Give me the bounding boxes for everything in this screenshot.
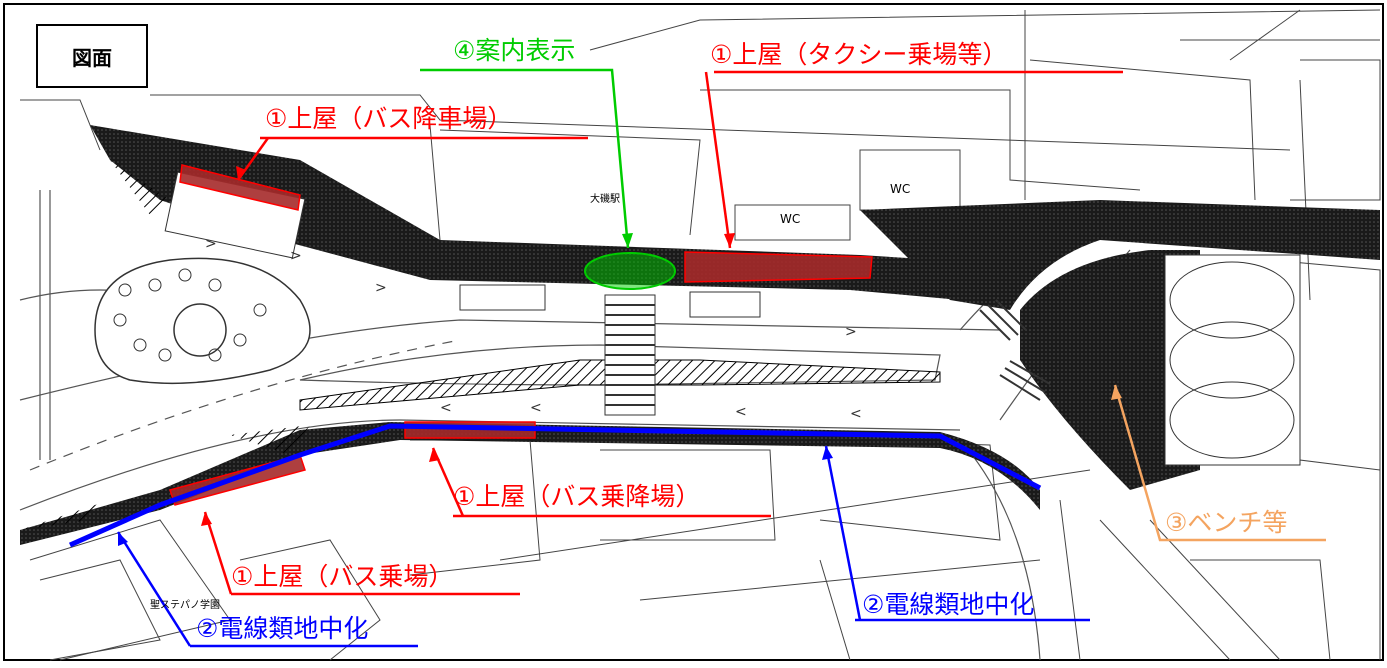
svg-text:<: < xyxy=(735,404,747,420)
tank-yard xyxy=(1164,254,1301,466)
taxi-berth-2 xyxy=(689,291,761,318)
svg-text:>: > xyxy=(375,280,387,296)
svg-text:<: < xyxy=(530,400,542,416)
label-guide-sign: ④案内表示 xyxy=(453,36,576,65)
guide-sign-location xyxy=(584,252,676,290)
label-roof-taxi: ①上屋（タクシー乗場等） xyxy=(710,40,1008,69)
green-arrowhead xyxy=(622,233,633,248)
roof-bus-alighting xyxy=(179,164,301,211)
roof-taxi xyxy=(684,251,873,283)
rotary-trees xyxy=(113,268,267,362)
blue-leaders xyxy=(116,445,1090,648)
orange-arrowhead xyxy=(1111,385,1122,400)
svg-text:>: > xyxy=(845,324,857,340)
svg-text:>: > xyxy=(290,248,302,264)
label-roof-bus-boarding: ①上屋（バス乗場） xyxy=(231,562,454,591)
label-roof-bus-alighting: ①上屋（バス降車場） xyxy=(265,104,513,133)
svg-text:<: < xyxy=(850,406,862,422)
south-sidewalk-paving xyxy=(20,422,1040,545)
label-underground-2: ②電線類地中化 xyxy=(862,590,1035,619)
rotary-island xyxy=(94,257,311,385)
label-bench: ③ベンチ等 xyxy=(1165,508,1288,537)
blue-arrowheads xyxy=(118,446,833,546)
hatched-island-nw xyxy=(110,160,170,215)
title-box: 図面 xyxy=(36,24,148,88)
rotary-center xyxy=(173,303,227,357)
east-plaza-paving xyxy=(1020,250,1200,490)
underground-line-route xyxy=(68,423,1042,548)
tank-2 xyxy=(1169,321,1295,399)
label-roof-bus-board-alight: ①上屋（バス乗降場） xyxy=(453,482,701,511)
crosswalk-east-stripes xyxy=(979,299,1051,401)
svg-text:>: > xyxy=(205,236,217,252)
hatched-island-w xyxy=(20,500,110,530)
building-outlines xyxy=(20,9,1381,661)
tank-1 xyxy=(1169,261,1295,339)
northeast-paving xyxy=(860,200,1380,310)
road-arrows: > > > > < < < < xyxy=(205,236,862,422)
green-leader xyxy=(420,68,630,249)
station-label: 大磯駅 xyxy=(590,194,620,205)
label-underground-1: ②電線類地中化 xyxy=(196,614,369,643)
wc-label-2: WC xyxy=(780,212,801,226)
school-label: 聖ステパノ学園 xyxy=(150,600,220,611)
taxi-berth-1 xyxy=(459,284,546,311)
wc-label-1: WC xyxy=(890,182,911,196)
hatched-island-sw xyxy=(230,425,310,455)
orange-leader xyxy=(1113,384,1326,542)
crosswalk-center-stripes xyxy=(605,304,655,406)
tank-3 xyxy=(1169,381,1295,459)
red-arrowheads xyxy=(201,166,735,526)
svg-text:<: < xyxy=(440,400,452,416)
